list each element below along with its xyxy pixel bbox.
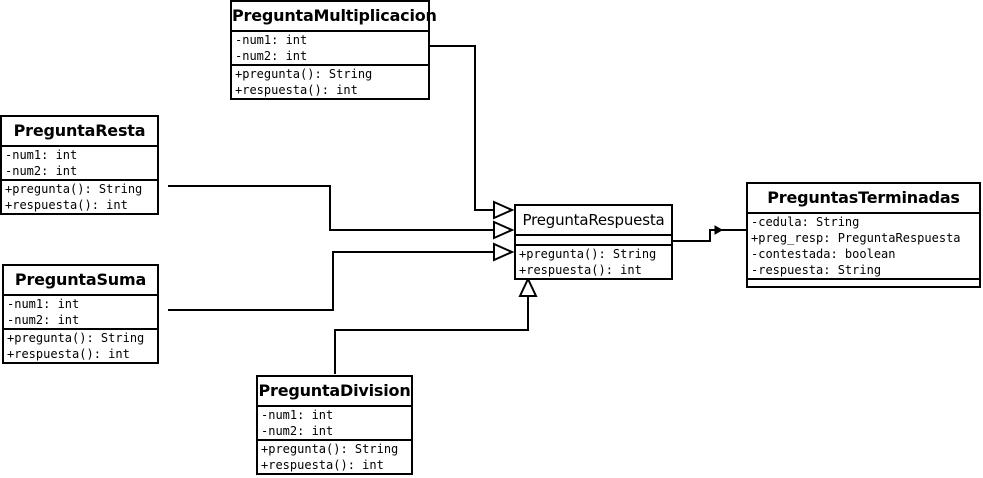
- method-line: +respuesta(): int: [5, 198, 128, 212]
- class-name: PreguntaSuma: [4, 266, 157, 296]
- methods-section: +pregunta(): String +respuesta(): int: [2, 181, 157, 213]
- attributes-section: -num1: int -num2: int: [2, 147, 157, 181]
- generalization-multiplicacion: [430, 45, 494, 211]
- association-arrowhead: [714, 225, 724, 235]
- generalization-resta: [168, 185, 494, 231]
- class-name: PreguntasTerminadas: [748, 184, 979, 214]
- attributes-section: -cedula: String +preg_resp: PreguntaRespu…: [748, 214, 979, 280]
- generalization-division: [334, 296, 529, 374]
- methods-section: +pregunta(): String +respuesta(): int: [232, 66, 428, 98]
- class-pregunta-multiplicacion[interactable]: PreguntaMultiplicacion -num1: int -num2: …: [230, 0, 437, 100]
- methods-section: [748, 280, 979, 286]
- method-line: +pregunta(): String: [261, 442, 399, 456]
- attributes-section: -num1: int -num2: int: [4, 296, 157, 330]
- attribute-line: -contestada: boolean: [751, 247, 896, 261]
- generalization-arrowhead: [493, 200, 515, 220]
- attribute-line: -num1: int: [7, 297, 80, 311]
- attribute-line: -respuesta: String: [751, 263, 882, 277]
- methods-section: +pregunta(): String +respuesta(): int: [4, 330, 157, 362]
- generalization-arrowhead: [518, 276, 538, 297]
- attribute-line: -num1: int: [261, 408, 334, 422]
- attribute-line: -num2: int: [261, 424, 334, 438]
- attribute-line: -num2: int: [7, 313, 80, 327]
- attributes-section: -num1: int -num2: int: [258, 407, 411, 441]
- attribute-line: -num1: int: [235, 33, 308, 47]
- class-preguntas-terminadas[interactable]: PreguntasTerminadas -cedula: String +preg…: [746, 182, 981, 288]
- method-line: +respuesta(): int: [7, 347, 130, 361]
- attribute-line: +preg_resp: PreguntaRespuesta: [751, 231, 961, 245]
- methods-section: +pregunta(): String +respuesta(): int: [516, 246, 671, 278]
- attribute-line: -num2: int: [235, 49, 308, 63]
- method-line: +pregunta(): String: [7, 331, 145, 345]
- method-line: +pregunta(): String: [235, 67, 373, 81]
- class-name: PreguntaMultiplicacion: [232, 2, 437, 32]
- class-pregunta-suma[interactable]: PreguntaSuma -num1: int -num2: int +pregu…: [2, 264, 159, 364]
- method-line: +respuesta(): int: [519, 263, 642, 277]
- class-name: PreguntaRespuesta: [516, 206, 671, 236]
- method-line: +pregunta(): String: [5, 182, 143, 196]
- method-line: +pregunta(): String: [519, 247, 657, 261]
- method-line: +respuesta(): int: [261, 458, 384, 472]
- attribute-line: -num2: int: [5, 164, 78, 178]
- association-respuesta-terminadas: [673, 229, 746, 242]
- class-name: PreguntaDivision: [258, 377, 411, 407]
- generalization-arrowhead: [493, 220, 515, 240]
- generalization-suma: [168, 251, 494, 311]
- method-line: +respuesta(): int: [235, 83, 358, 97]
- attributes-section: [516, 236, 671, 246]
- class-pregunta-resta[interactable]: PreguntaResta -num1: int -num2: int +preg…: [0, 115, 159, 215]
- attributes-section: -num1: int -num2: int: [232, 32, 428, 66]
- class-pregunta-respuesta[interactable]: PreguntaRespuesta +pregunta(): String +re…: [514, 204, 673, 280]
- class-name: PreguntaResta: [2, 117, 157, 147]
- attribute-line: -num1: int: [5, 148, 78, 162]
- class-pregunta-division[interactable]: PreguntaDivision -num1: int -num2: int +p…: [256, 375, 413, 475]
- generalization-arrowhead: [493, 242, 515, 262]
- attribute-line: -cedula: String: [751, 215, 860, 229]
- methods-section: +pregunta(): String +respuesta(): int: [258, 441, 411, 473]
